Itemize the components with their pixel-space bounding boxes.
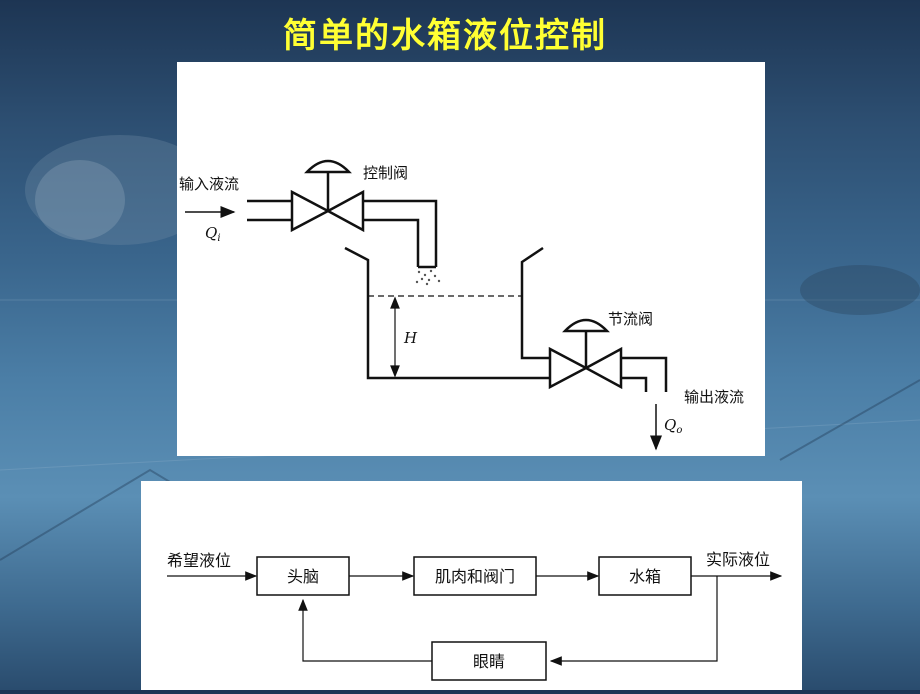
level-height-arrow [390, 296, 400, 378]
control-block-diagram: 希望液位 头脑 肌肉和阀门 水箱 实际液位 眼睛 [167, 550, 783, 681]
actual-level-label: 实际液位 [706, 550, 770, 569]
brain-block-label: 头脑 [287, 567, 319, 586]
level-height-symbol: H [403, 329, 418, 347]
brain-block [256, 556, 350, 596]
tank-schematic-panel: 输入液流 Qi 控制阀 [177, 62, 765, 456]
water-tank [344, 246, 550, 380]
input-flow-label: 输入液流 [179, 175, 239, 193]
output-flow-symbol: Qo [664, 416, 682, 436]
tank-schematic: 输入液流 Qi 控制阀 [179, 159, 744, 451]
outlet-pipe [621, 356, 668, 392]
tank-block [598, 556, 692, 596]
feedback-line-left [298, 598, 432, 662]
eyes-block-label: 眼睛 [473, 652, 505, 671]
eyes-block [431, 641, 547, 681]
muscle-valve-block [413, 556, 537, 596]
water-drops-icon [415, 269, 441, 286]
desired-level-label: 希望液位 [167, 551, 231, 570]
output-flow-label: 输出液流 [684, 388, 744, 406]
control-valve-label: 控制阀 [363, 164, 408, 182]
tank-block-label: 水箱 [629, 567, 661, 586]
slide-title: 简单的水箱液位控制 [283, 16, 607, 56]
inlet-pipe [247, 199, 438, 269]
input-flow-symbol: Qi [205, 224, 221, 244]
block-diagram-panel: 希望液位 头脑 肌肉和阀门 水箱 实际液位 眼睛 [141, 481, 802, 690]
feedback-line-right [549, 576, 718, 666]
muscle-valve-block-label: 肌肉和阀门 [435, 567, 515, 586]
throttle-valve-label: 节流阀 [608, 310, 653, 328]
control-valve-icon [290, 159, 365, 233]
throttle-valve-icon [548, 318, 623, 390]
